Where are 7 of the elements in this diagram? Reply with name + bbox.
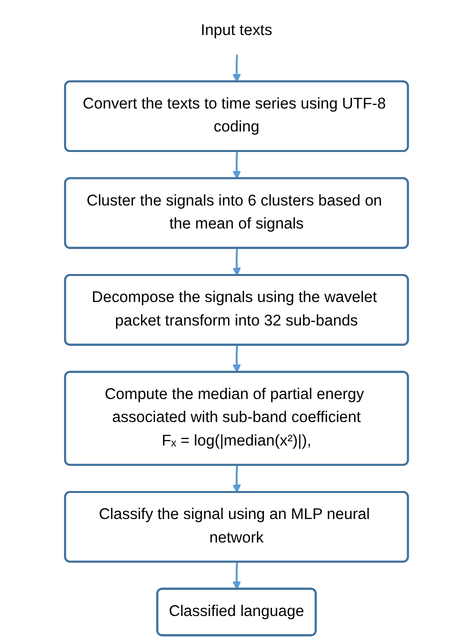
arrow (232, 54, 241, 82)
arrow (232, 465, 241, 493)
node-text: Input texts (200, 22, 272, 39)
arrow (232, 562, 241, 590)
arrow (232, 152, 241, 180)
arrow (232, 345, 241, 373)
arrow (232, 248, 241, 276)
